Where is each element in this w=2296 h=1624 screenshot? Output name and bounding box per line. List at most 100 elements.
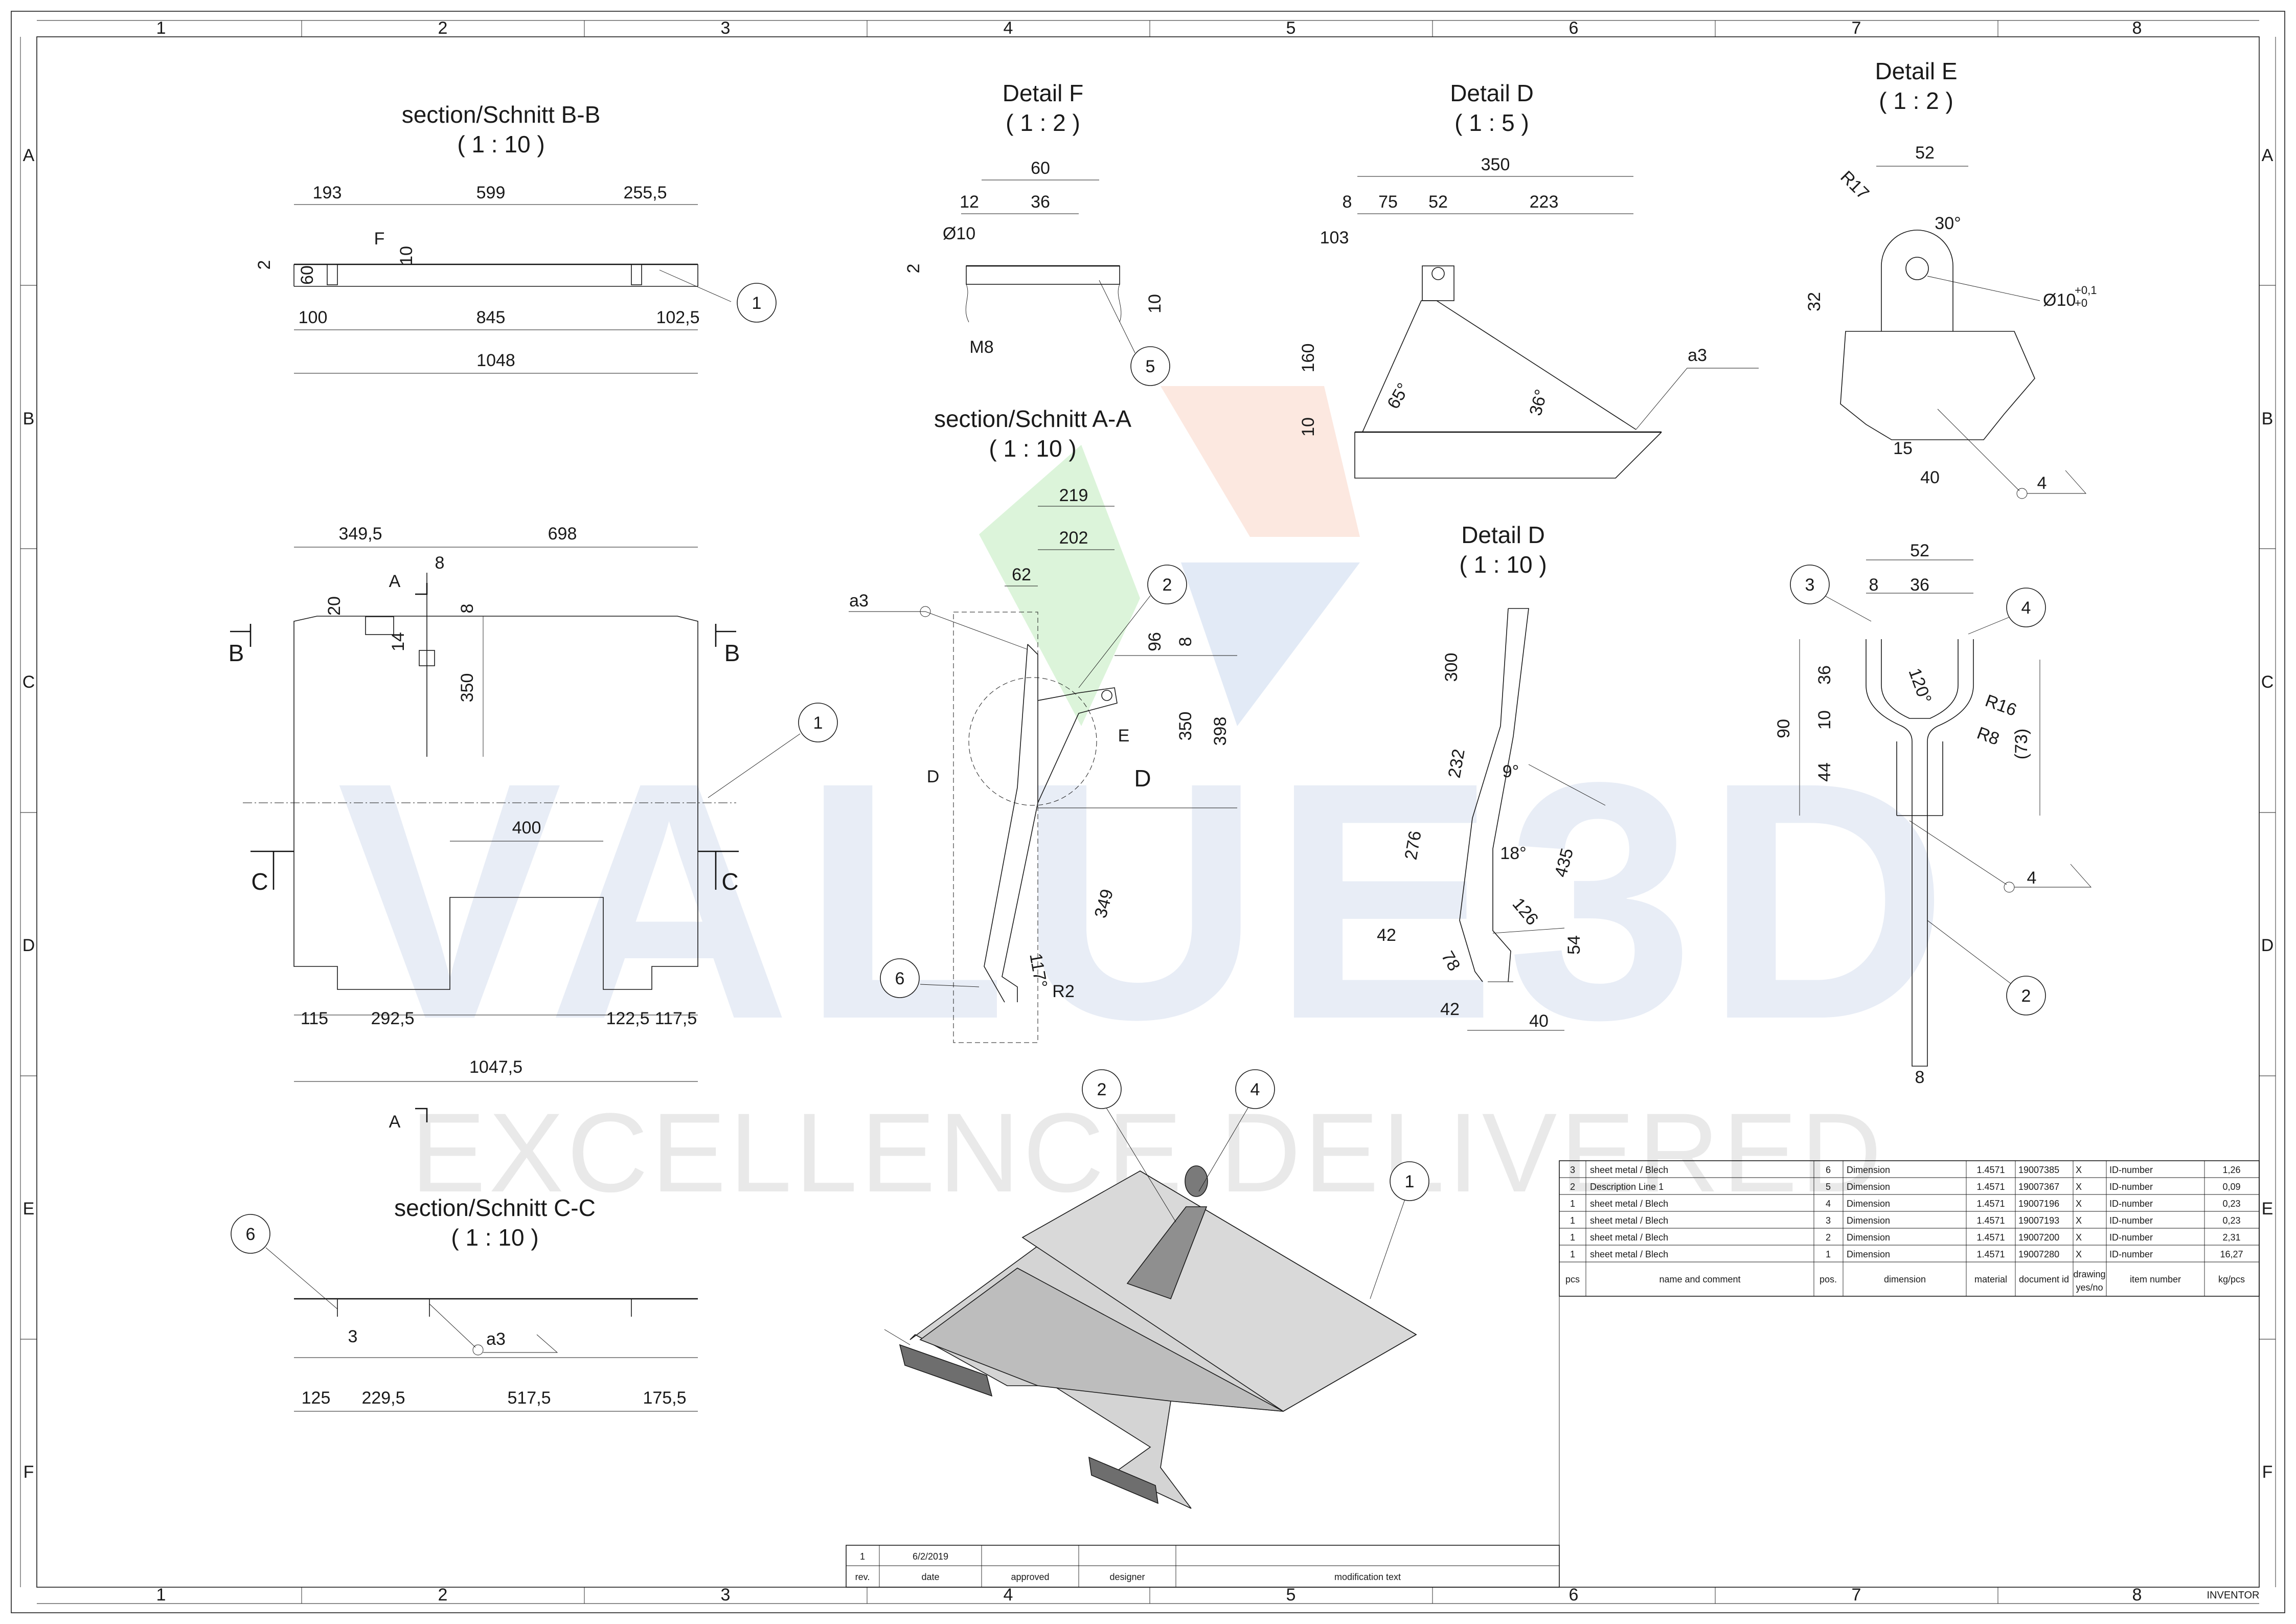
revision-header: rev.: [855, 1572, 870, 1582]
section-bb-dim-2: 2: [255, 260, 274, 270]
watermark-blue-shape: [1181, 562, 1360, 726]
main-dim-1175: 117,5: [655, 1009, 697, 1028]
balloon-2-iso: 2: [1097, 1080, 1107, 1099]
parts-list-cell: 2: [1570, 1182, 1575, 1192]
main-label-b-right: B: [724, 640, 740, 666]
zone-row-d: D: [22, 936, 35, 955]
balloon-1-section-bb: 1: [752, 294, 762, 313]
watermark-brand: VALUE3D: [337, 712, 1959, 1089]
clevis-weld: 4: [2027, 868, 2037, 888]
section-aa-dim-398: 398: [1211, 717, 1230, 746]
main-label-c-left: C: [251, 868, 268, 895]
zone-row-e: E: [23, 1199, 35, 1219]
parts-list-cell: 19007193: [2018, 1215, 2059, 1226]
zone-labels-right: A B C D E F: [2261, 146, 2274, 1482]
balloon-2-clevis: 2: [2021, 986, 2031, 1006]
parts-list-cell: 1,26: [2222, 1165, 2240, 1175]
parts-list-cell: sheet metal / Blech: [1590, 1165, 1668, 1175]
balloon-3: 3: [1805, 575, 1815, 595]
parts-list-cell: 3: [1826, 1215, 1831, 1226]
detail-d1-dim-75: 75: [1378, 192, 1398, 212]
clevis-dim-8: 8: [1869, 575, 1879, 595]
parts-list-cell: 19007196: [2018, 1199, 2059, 1209]
view-section-cc: section/Schnitt C-C ( 1 : 10 ) 3 a3 125 …: [231, 1194, 698, 1412]
parts-list-cell: 19007367: [2018, 1182, 2059, 1192]
section-aa-dim-219: 219: [1059, 486, 1088, 505]
detail-d2-angle-9: 9°: [1503, 762, 1519, 781]
detail-d2-dim-40: 40: [1529, 1011, 1549, 1031]
main-dim-1225: 122,5: [606, 1009, 649, 1028]
parts-list-cell: 19007385: [2018, 1165, 2059, 1175]
parts-list-cell: X: [2076, 1215, 2082, 1226]
zone-labels-left: A B C D E F: [22, 146, 35, 1482]
detail-f-title: Detail F: [1003, 80, 1083, 106]
main-dim-8b: 8: [458, 604, 477, 614]
zone-col-2-bottom: 2: [438, 1585, 448, 1605]
software-label: INVENTOR: [2207, 1590, 2260, 1601]
parts-list-cell: 1: [1570, 1215, 1575, 1226]
balloon-4-clevis: 4: [2021, 598, 2031, 618]
section-aa-dim-202: 202: [1059, 528, 1088, 548]
parts-list-header: pos.: [1820, 1274, 1837, 1284]
parts-list-cell: X: [2076, 1182, 2082, 1192]
parts-list-cell: 1: [1826, 1249, 1831, 1259]
parts-list-cell: Dimension: [1847, 1199, 1890, 1209]
parts-list-cell: X: [2076, 1232, 2082, 1243]
parts-list-cell: 1: [1570, 1249, 1575, 1259]
parts-list-cell: 5: [1826, 1182, 1831, 1192]
parts-list-header: kg/pcs: [2218, 1274, 2245, 1284]
sheet-frame: 1 2 3 4 5 6 7 8 1 2 3 4 5 6 7 8 A B C D …: [11, 11, 2285, 1613]
parts-list-header: material: [1974, 1274, 2007, 1284]
section-aa-r2: R2: [1052, 982, 1074, 1001]
zone-col-7-bottom: 7: [1852, 1585, 1861, 1605]
detail-d2-scale: ( 1 : 10 ): [1459, 551, 1547, 578]
detail-e-weld: 4: [2037, 473, 2047, 493]
section-bb-dim-599: 599: [476, 183, 506, 202]
main-dim-10475: 1047,5: [469, 1057, 522, 1077]
parts-list-header: item number: [2130, 1274, 2181, 1284]
section-aa-label-d: D: [927, 767, 940, 786]
detail-d2-dim-54: 54: [1564, 935, 1584, 955]
parts-list-cell: 19007280: [2018, 1249, 2059, 1259]
revision-cell: 1: [860, 1551, 865, 1562]
parts-list-header: pcs: [1565, 1274, 1580, 1284]
parts-list-cell: 0,23: [2222, 1199, 2240, 1209]
detail-e-title: Detail E: [1875, 58, 1957, 84]
detail-d1-scale: ( 1 : 5 ): [1454, 109, 1529, 136]
parts-list: [1559, 1160, 2260, 1588]
detail-d2-angle-18: 18°: [1500, 844, 1526, 863]
view-detail-e: Detail E ( 1 : 2 ) 52 R17 30° 32 Ø10 +0,…: [1805, 58, 2097, 499]
parts-list-header: yes/no: [2076, 1282, 2103, 1293]
detail-d2-title: Detail D: [1461, 522, 1545, 548]
section-bb-dim-845: 845: [476, 308, 506, 327]
parts-list-cell: X: [2076, 1249, 2082, 1259]
section-bb-dim-100: 100: [299, 308, 328, 327]
revision-cell: 6/2/2019: [913, 1551, 948, 1562]
zone-row-c: C: [22, 672, 35, 692]
parts-list-cell: sheet metal / Blech: [1590, 1232, 1668, 1243]
balloon-6-section-cc: 6: [246, 1225, 256, 1244]
view-section-aa: section/Schnitt A-A ( 1 : 10 ) 219 202 6…: [849, 405, 1237, 1043]
section-aa-dim-8: 8: [1176, 637, 1195, 647]
detail-d2-dim-42: 42: [1377, 926, 1396, 945]
detail-e-angle-30: 30°: [1935, 214, 1961, 233]
parts-list-cell: 1: [1570, 1232, 1575, 1243]
zone-col-8-bottom: 8: [2132, 1585, 2142, 1605]
main-label-a: A: [389, 572, 401, 591]
main-dim-350: 350: [458, 673, 477, 703]
detail-f-scale: ( 1 : 2 ): [1006, 109, 1080, 136]
section-bb-dim-60: 60: [298, 265, 317, 285]
revision-header: modification text: [1334, 1572, 1401, 1582]
section-bb-label-f: F: [374, 229, 385, 249]
detail-e-dim-15: 15: [1893, 439, 1913, 458]
zone-col-6: 6: [1569, 18, 1579, 38]
parts-list-cell: X: [2076, 1165, 2082, 1175]
detail-d1-weld: a3: [1688, 346, 1707, 365]
section-aa-dim-96: 96: [1145, 632, 1165, 651]
section-cc-dim-5175: 517,5: [507, 1388, 551, 1408]
clevis-dim-52: 52: [1910, 541, 1929, 560]
balloon-5: 5: [1146, 357, 1155, 376]
watermark-green-shape: [979, 445, 1140, 726]
